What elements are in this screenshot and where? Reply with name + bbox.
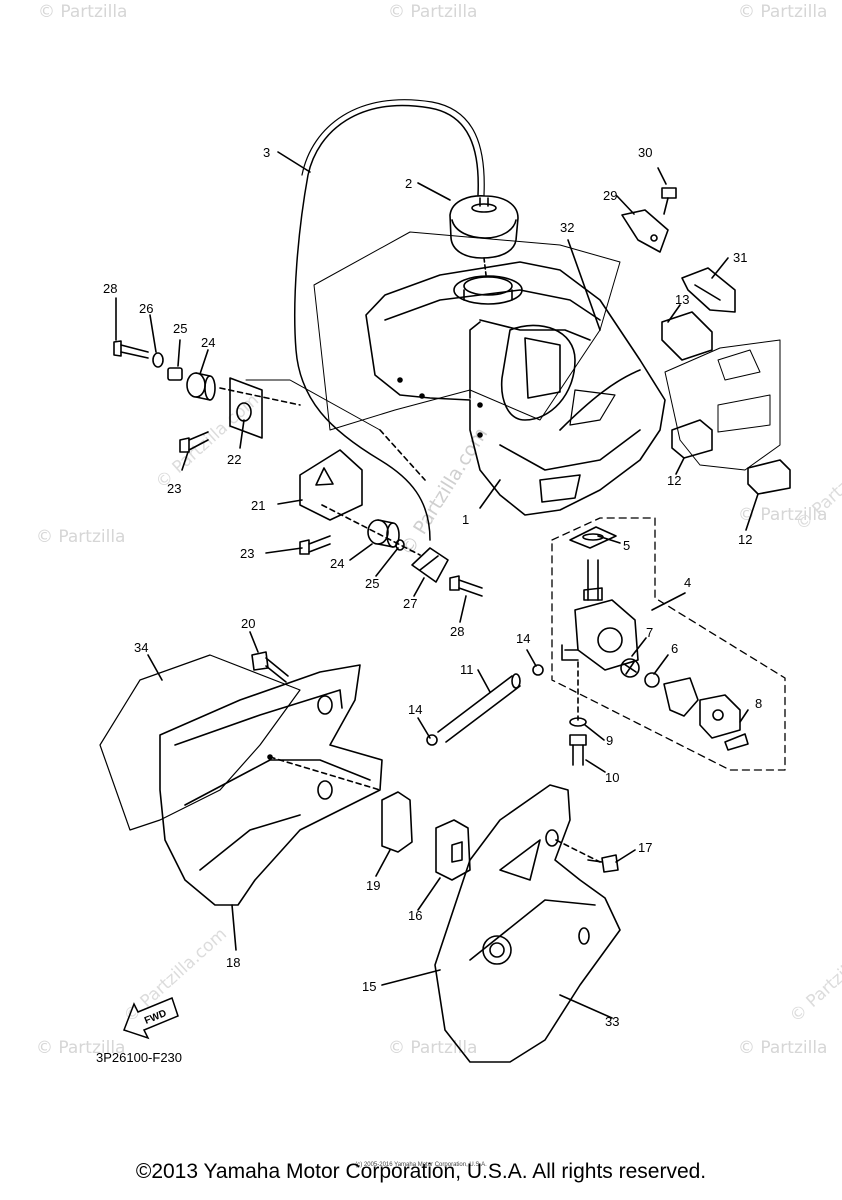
callout-3: 3: [263, 145, 270, 160]
o-ring-6: [644, 672, 660, 688]
fine-print: (c) 2005-2016 Yamaha Motor Corporation, …: [355, 1162, 487, 1168]
callout-2: 2: [405, 176, 412, 191]
callout-25a: 25: [173, 321, 187, 336]
cover-8: [699, 694, 741, 739]
callout-16: 16: [408, 908, 422, 923]
bolt-20: [251, 651, 289, 683]
damper-24-top: [186, 372, 216, 401]
callout-10: 10: [605, 770, 619, 785]
fuel-tank: [365, 261, 666, 516]
frame-section: [664, 339, 781, 471]
watermark-top-right: © Partzilla: [738, 2, 828, 22]
pad-12-right: [747, 459, 791, 495]
callout-19: 19: [366, 878, 380, 893]
callout-22: 22: [227, 452, 241, 467]
callout-31: 31: [733, 250, 747, 265]
side-cover-15: [434, 784, 621, 1063]
callout-17: 17: [638, 840, 652, 855]
pad-12-left: [671, 419, 713, 459]
callout-24b: 24: [330, 556, 344, 571]
callout-24a: 24: [201, 335, 215, 350]
callout-28a: 28: [103, 281, 117, 296]
bracket-22: [229, 377, 263, 439]
callout-29: 29: [603, 188, 617, 203]
clip-31: [681, 267, 736, 313]
callout-labels: 3 2 32 29 30 31 13 12 12 4 5 7 6 8 9 10 …: [103, 145, 762, 1029]
callout-28b: 28: [450, 624, 464, 639]
screw-8: [724, 733, 749, 751]
gasket-5: [569, 526, 617, 549]
bolt-28-top: [113, 340, 149, 359]
bolt-23-top: [179, 431, 209, 453]
callout-14a: 14: [516, 631, 530, 646]
bolt-17: [587, 854, 619, 873]
watermark-mid-right: © Partzilla: [738, 505, 828, 525]
bolt-23-lower: [299, 535, 331, 555]
bracket-29: [621, 209, 669, 253]
bracket-21: [299, 449, 363, 521]
screw-10: [569, 734, 587, 766]
panel-34: [99, 654, 301, 831]
diagram-code: 3P26100-F230: [96, 1050, 183, 1065]
callout-13: 13: [675, 292, 689, 307]
callout-33: 33: [605, 1014, 619, 1029]
callout-23b: 23: [240, 546, 254, 561]
callout-12b: 12: [738, 532, 752, 547]
watermark-bottom-right: © Partzilla: [738, 1038, 828, 1058]
breather-hose: [293, 104, 479, 541]
pad-13: [661, 311, 713, 361]
callout-7: 7: [646, 625, 653, 640]
watermark-bottom-left: © Partzilla: [36, 1038, 126, 1058]
callout-23a: 23: [167, 481, 181, 496]
callout-12a: 12: [667, 473, 681, 488]
fuel-cap: [449, 195, 519, 259]
callout-25b: 25: [365, 576, 379, 591]
callout-21: 21: [251, 498, 265, 513]
callout-4: 4: [684, 575, 691, 590]
fwd-arrow-icon: FWD: [123, 997, 179, 1040]
callout-5: 5: [623, 538, 630, 553]
bolt-30: [661, 187, 677, 215]
clamp-27: [411, 547, 449, 583]
damper-16: [435, 819, 471, 881]
fuel-cock: [561, 559, 639, 671]
callout-34: 34: [134, 640, 148, 655]
watermark-top-center: © Partzilla: [388, 2, 478, 22]
damper-24-lower: [367, 519, 400, 548]
fwd-label: FWD: [143, 1008, 168, 1027]
callout-30: 30: [638, 145, 652, 160]
copyright-text: ©2013 Yamaha Motor Corporation, U.S.A. A…: [135, 1160, 707, 1183]
filler-neck: [453, 275, 523, 305]
callout-1: 1: [462, 512, 469, 527]
watermark-top-left: © Partzilla: [38, 2, 128, 22]
callout-18: 18: [226, 955, 240, 970]
callout-20: 20: [241, 616, 255, 631]
callout-26: 26: [139, 301, 153, 316]
bolt-28-lower: [449, 575, 483, 597]
callout-32: 32: [560, 220, 574, 235]
clip-14-lower: [426, 734, 438, 746]
callout-15: 15: [362, 979, 376, 994]
callout-8: 8: [755, 696, 762, 711]
callout-9: 9: [606, 733, 613, 748]
callout-11: 11: [460, 662, 474, 677]
callout-27: 27: [403, 596, 417, 611]
callout-6: 6: [671, 641, 678, 656]
lever-plate: [663, 677, 699, 717]
callout-14b: 14: [408, 702, 422, 717]
damper-19: [381, 791, 413, 853]
gasket-7: [620, 658, 640, 678]
washer-9: [569, 717, 587, 727]
shroud-18: [159, 664, 383, 906]
fuel-hose-11: [437, 673, 521, 743]
fuel-cock-box: [551, 517, 786, 771]
watermark-mid-left: © Partzilla: [36, 527, 126, 547]
clip-14-upper: [532, 664, 544, 676]
